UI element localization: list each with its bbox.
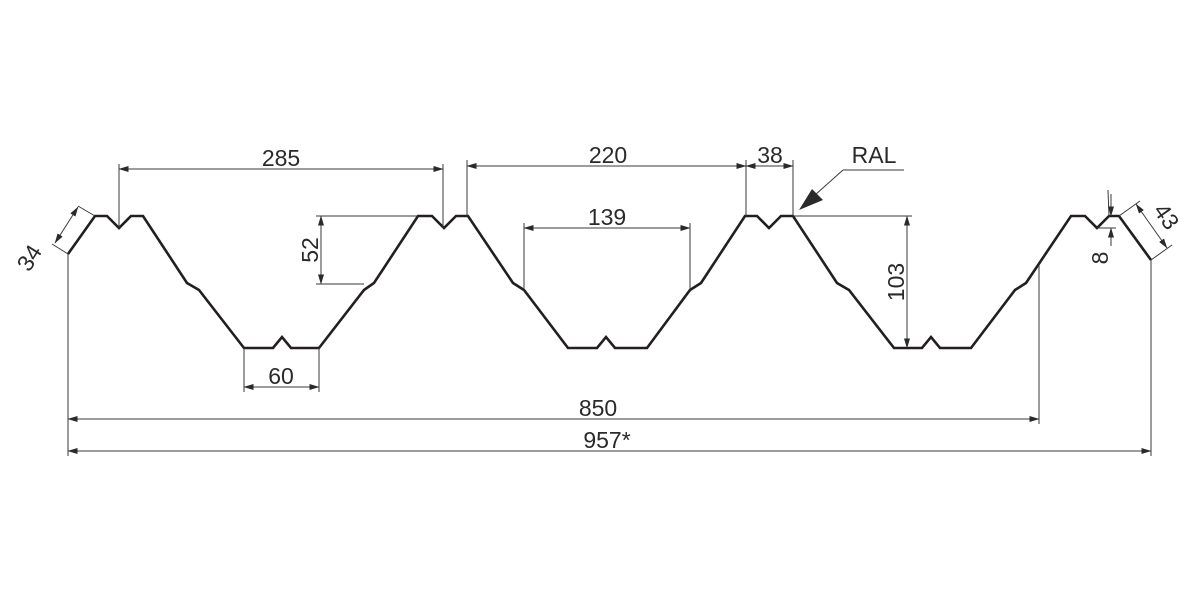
dim-working-width-label: 850 xyxy=(579,395,617,421)
dim-edge-left-label: 34 xyxy=(11,240,47,276)
dim-bottom-rib: 60 xyxy=(243,348,320,392)
dim-total-width: 957* xyxy=(67,260,1152,456)
dim-working-width: 850 xyxy=(67,254,1040,456)
dim-total-width-label: 957* xyxy=(583,427,630,453)
dim-top-flat: 220 xyxy=(466,142,747,216)
dim-top-pitch-label: 285 xyxy=(262,145,300,171)
dim-profile-height-label: 103 xyxy=(883,263,909,301)
dim-rib-width: 38 xyxy=(745,142,794,216)
dim-bottom-flat: 139 xyxy=(523,204,691,290)
dim-bottom-rib-label: 60 xyxy=(268,363,294,389)
dim-stiffener-height-label: 52 xyxy=(297,237,323,263)
dim-edge-right-height-label: 8 xyxy=(1087,252,1113,265)
dim-top-pitch: 285 xyxy=(118,145,444,228)
dim-edge-left: 34 xyxy=(11,205,96,276)
dim-rib-width-label: 38 xyxy=(757,142,783,168)
finish-leader: RAL xyxy=(799,142,904,210)
dim-stiffener-height: 52 xyxy=(297,215,418,285)
dim-profile-height: 103 xyxy=(793,215,912,349)
sheet-profile xyxy=(66,214,1153,350)
dim-top-flat-label: 220 xyxy=(589,142,627,168)
dim-bottom-flat-label: 139 xyxy=(588,204,626,230)
finish-label: RAL xyxy=(852,142,897,168)
dim-edge-right-height: 8 xyxy=(1087,189,1116,265)
